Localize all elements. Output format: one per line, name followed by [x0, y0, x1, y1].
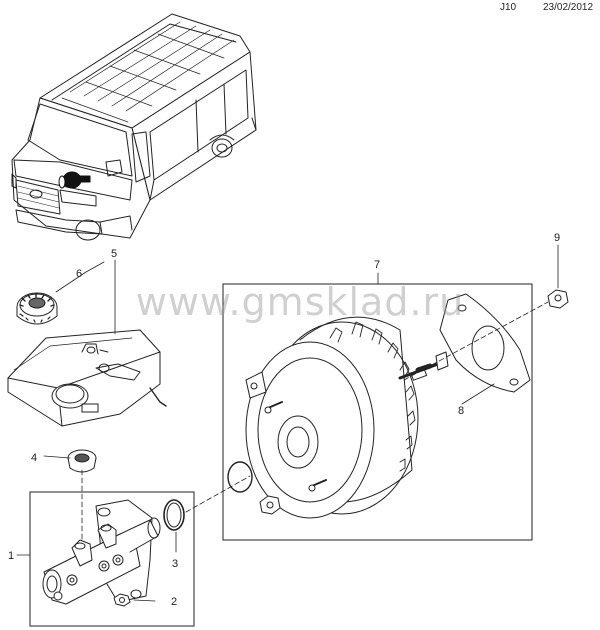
- booster-nut: [259, 495, 281, 515]
- booster-o-ring: [227, 461, 253, 493]
- callout-9: 9: [554, 232, 560, 244]
- part-1-master-cylinder: [42, 499, 161, 605]
- part-1-group-box: [29, 491, 195, 627]
- van-illustration: [11, 13, 257, 241]
- part-9-nut: [547, 289, 569, 309]
- part-7-group-box: [222, 283, 533, 541]
- callout-3: 3: [172, 558, 178, 570]
- callout-1: 1: [8, 550, 14, 562]
- part-3-o-ring: [163, 499, 185, 531]
- callout-7: 7: [374, 259, 380, 271]
- part-8-gasket: [439, 293, 531, 393]
- part-7-brake-booster: [245, 316, 449, 519]
- van-booster-highlight: [58, 171, 91, 189]
- part-6-reservoir-cap: [16, 292, 58, 325]
- diagram-date: 23/02/2012: [543, 2, 594, 13]
- callout-4: 4: [31, 452, 37, 464]
- callout-6: 6: [76, 268, 82, 280]
- part-5-fluid-reservoir: [7, 329, 167, 427]
- part-2-nut: [113, 593, 131, 607]
- callout-2: 2: [171, 596, 177, 608]
- callout-5: 5: [111, 248, 117, 260]
- leader-lines: [16, 244, 559, 602]
- callout-8: 8: [458, 405, 464, 417]
- diagram-code: J10: [500, 2, 517, 13]
- assembly-dashed-lines: [81, 301, 549, 541]
- part-4-grommet: [67, 449, 97, 473]
